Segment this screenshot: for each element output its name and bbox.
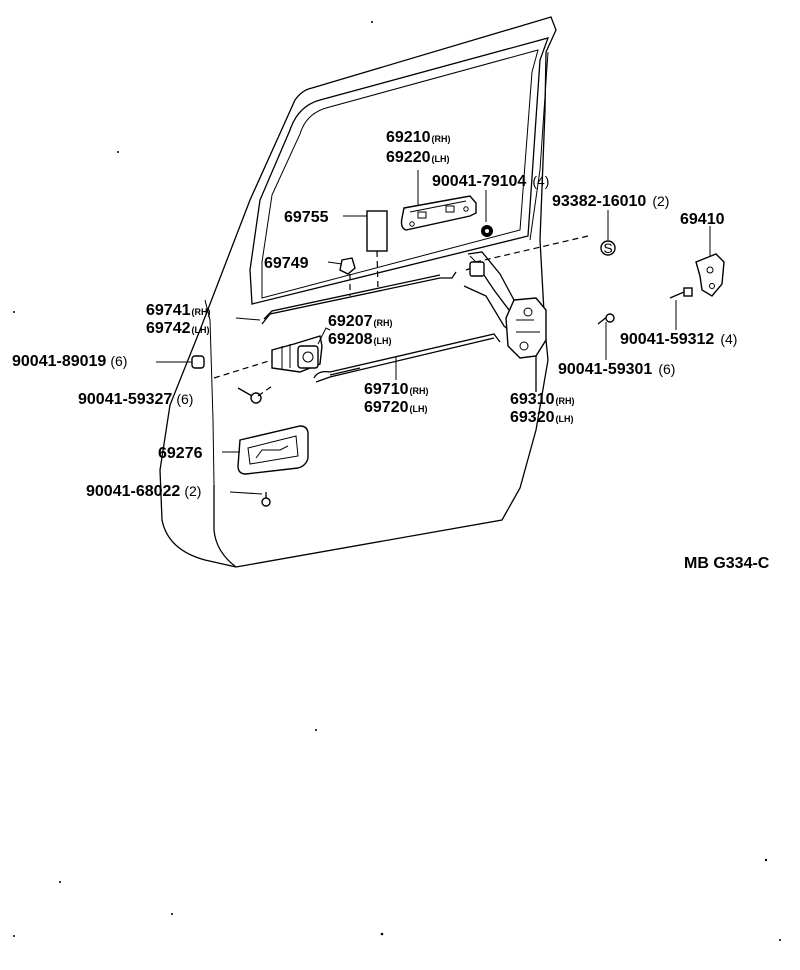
label-90041-59312: 90041-59312(4) (620, 331, 737, 348)
striker-69410 (695, 226, 725, 297)
label-69410: 69410 (680, 211, 725, 228)
label-69220: 69220(LH) (386, 149, 450, 166)
door-lock-assembly (463, 235, 589, 392)
inside-handle-bezel (222, 425, 309, 475)
cable-69710 (313, 333, 501, 383)
label-69207: 69207(RH) (328, 313, 393, 330)
label-69276: 69276 (158, 445, 203, 462)
clip-69749 (327, 257, 356, 296)
window-frame (249, 37, 550, 305)
label-93382-16010: 93382-16010(2) (552, 193, 669, 210)
door-outline (159, 16, 557, 568)
label-69741: 69741(RH) (146, 302, 211, 319)
label-69755: 69755 (284, 209, 329, 226)
pad-69755 (343, 210, 388, 291)
label-69210: 69210(RH) (386, 129, 451, 146)
rod-69741 (235, 271, 457, 325)
label-90041-68022: 90041-68022(2) (86, 483, 201, 500)
s-marker: S (600, 210, 616, 256)
label-69320: 69320(LH) (510, 409, 574, 426)
label-90041-79104: 90041-79104(4) (432, 173, 549, 190)
label-90041-89019: 90041-89019(6) (12, 353, 127, 370)
label-90041-59301: 90041-59301(6) (558, 361, 675, 378)
label-90041-59327: 90041-59327(6) (78, 391, 193, 408)
scan-specks (13, 21, 781, 941)
clip-90041-89019 (156, 355, 205, 369)
label-69310: 69310(RH) (510, 391, 575, 408)
screw-90041-59312 (669, 287, 693, 330)
label-69720: 69720(LH) (364, 399, 428, 416)
diagram-code: MB G334-C (684, 555, 770, 572)
screw-90041-59301 (597, 313, 615, 360)
label-69742: 69742(LH) (146, 320, 210, 337)
inside-lock-bracket (213, 327, 331, 379)
label-69208: 69208(LH) (328, 331, 392, 348)
clip-90041-68022 (229, 491, 271, 507)
label-69710: 69710(RH) (364, 381, 429, 398)
label-69749: 69749 (264, 255, 309, 272)
s-marker-symbol: S (603, 240, 612, 256)
outside-handle (400, 170, 477, 231)
nut-90041-79104 (481, 190, 493, 237)
screw-90041-59327 (237, 385, 273, 404)
